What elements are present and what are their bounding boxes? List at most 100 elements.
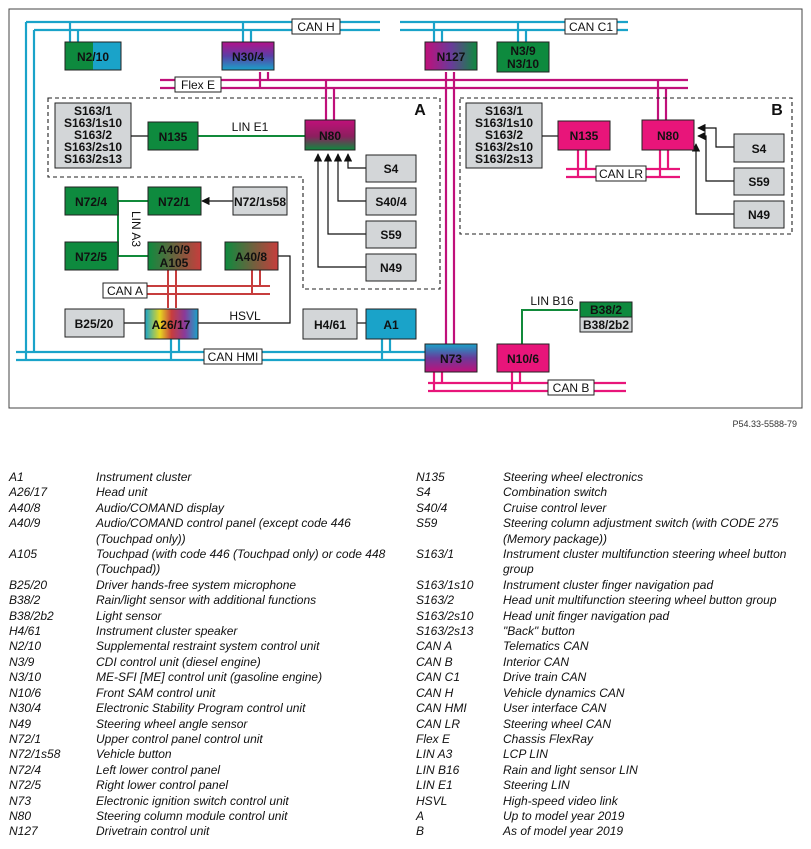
diagram-frame xyxy=(8,8,803,409)
n73-text: N73 xyxy=(440,352,462,366)
legend-description: User interface CAN xyxy=(503,701,607,716)
legend-description: Chassis FlexRay xyxy=(503,731,594,746)
legend-code: HSVL xyxy=(416,793,448,808)
legend-row: N72/4 Left lower control panel xyxy=(9,763,409,778)
legend-code: S4 xyxy=(416,485,431,500)
lin-a3-label: LIN A3 xyxy=(129,211,143,247)
legend-description: Steering column module control unit xyxy=(96,808,288,823)
b-n80-text: N80 xyxy=(657,129,679,143)
legend-code: N72/4 xyxy=(9,762,42,777)
legend-description: Interior CAN xyxy=(503,654,570,669)
b-node-n135 xyxy=(557,120,611,151)
legend-row: S4 Combination switch xyxy=(416,485,806,500)
hsvl-label: HSVL xyxy=(229,309,261,323)
frame-b-label: B xyxy=(771,102,783,119)
legend-code: LIN B16 xyxy=(416,762,460,777)
legend-description: Upper control panel control unit xyxy=(96,731,263,746)
node-a40-8 xyxy=(224,241,279,271)
node-a40-9 xyxy=(147,241,202,271)
legend-description: Steering column adjustment switch (with … xyxy=(503,516,779,546)
a-s163-1: S163/1 xyxy=(74,104,112,118)
legend-description: High-speed video link xyxy=(503,793,618,808)
a-node-n80 xyxy=(304,119,356,151)
legend-description: Up to model year 2019 xyxy=(503,808,625,823)
n3-9-text: N3/9 xyxy=(510,44,536,58)
legend-description: Steering wheel electronics xyxy=(503,470,644,484)
legend-description: Touchpad (with code 446 (Touchpad only) … xyxy=(96,547,386,577)
node-n127 xyxy=(424,41,478,71)
can-hmi-label: CAN HMI xyxy=(208,350,259,364)
legend-description: Head unit multifunction steering wheel b… xyxy=(503,593,777,608)
can-c1-label: CAN C1 xyxy=(569,20,613,34)
legend-code: N10/6 xyxy=(9,685,42,700)
a-node-s59 xyxy=(365,220,417,249)
legend-description: Instrument cluster xyxy=(96,470,192,484)
a-node-s40-4 xyxy=(365,187,417,216)
flex-e-bus xyxy=(160,72,688,346)
legend-code: B38/2b2 xyxy=(9,608,54,623)
b-s163-1: S163/1 xyxy=(485,104,523,118)
legend-description: Telematics CAN xyxy=(503,639,589,654)
node-a26-17 xyxy=(144,308,199,340)
b-n49-text: N49 xyxy=(748,208,770,222)
frame-a-label: A xyxy=(414,102,426,119)
legend-description: Steering wheel CAN xyxy=(503,716,612,731)
b25-20-text: B25/20 xyxy=(75,317,114,331)
can-b-bus xyxy=(428,372,626,393)
legend-code: N72/5 xyxy=(9,778,42,793)
lin-e1-label: LIN E1 xyxy=(232,120,269,134)
a-s163-2s10: S163/2s10 xyxy=(64,140,122,154)
legend-code: LIN E1 xyxy=(416,778,453,793)
n3-10-text: N3/10 xyxy=(507,57,539,71)
legend-description: Steering LIN xyxy=(503,778,570,793)
flex-e-label: Flex E xyxy=(181,78,215,92)
a-s59-text: S59 xyxy=(380,228,402,242)
node-n72-1s58 xyxy=(232,186,288,216)
a-node-n49 xyxy=(365,253,417,282)
node-n3 xyxy=(496,41,550,73)
n30-4-text: N30/4 xyxy=(232,50,264,64)
legend-description: Drivetrain control unit xyxy=(96,824,210,839)
legend-description: Steering wheel angle sensor xyxy=(96,716,248,731)
legend-code: A105 xyxy=(9,547,38,562)
legend-code: B25/20 xyxy=(9,577,48,592)
legend-description: Vehicle button xyxy=(96,747,172,762)
node-n72-4 xyxy=(64,186,119,216)
legend-code: B38/2 xyxy=(9,593,41,608)
n72-5-text: N72/5 xyxy=(75,250,107,264)
legend-description: Left lower control panel xyxy=(96,762,221,777)
b-n135-text: N135 xyxy=(570,129,599,143)
b38-2b2-text: B38/2b2 xyxy=(583,318,629,332)
legend-code: CAN LR xyxy=(416,716,461,731)
legend-description: Combination switch xyxy=(503,485,608,500)
legend-code: CAN B xyxy=(416,654,453,669)
b-node-s4 xyxy=(733,133,785,163)
legend-code: LIN A3 xyxy=(416,747,453,762)
legend-code: A26/17 xyxy=(9,485,48,500)
can-b-label: CAN B xyxy=(553,381,590,395)
legend-code: CAN A xyxy=(416,639,453,654)
a40-9-text: A40/9 xyxy=(158,243,190,257)
legend-description: CDI control unit (diesel engine) xyxy=(96,654,261,669)
